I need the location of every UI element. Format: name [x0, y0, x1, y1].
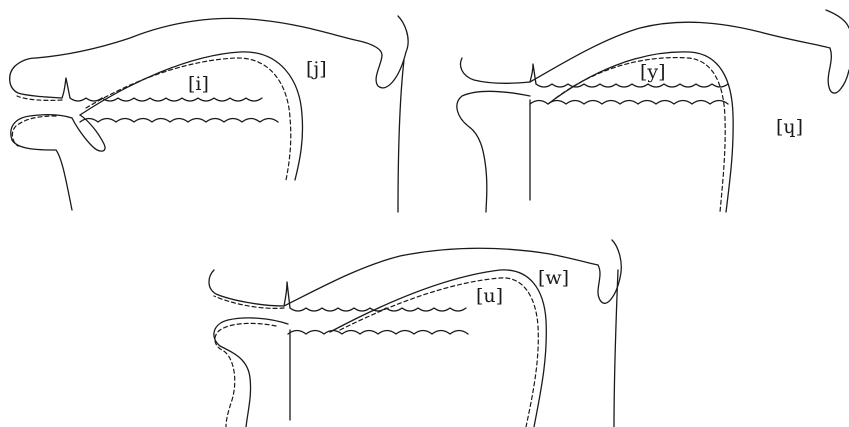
lower-lip [11, 115, 72, 210]
pharynx-hint [826, 10, 849, 28]
lower-dentition [80, 119, 278, 123]
lower-lip [457, 91, 530, 212]
lower-dentition [530, 101, 728, 105]
vowel-label-u: [u] [476, 285, 503, 307]
glide-label-h: [ɥ] [776, 116, 803, 138]
glide-label-w: [w] [538, 267, 569, 289]
tongue-vowel [340, 278, 538, 427]
panel-u-w: [u] [w] [209, 240, 621, 427]
vowel-label-i: [i] [188, 73, 209, 95]
upper-lip-outline [209, 270, 284, 306]
palate-roof [36, 18, 382, 58]
tongue-glide [330, 270, 546, 427]
lower-lip [214, 318, 288, 427]
upper-teeth [62, 78, 70, 98]
vowel-label-y: [y] [640, 61, 666, 83]
lower-dentition [288, 331, 468, 335]
upper-lip-outline [461, 58, 531, 83]
tongue-glide [80, 52, 303, 180]
velum [828, 48, 849, 93]
glide-label-j: [j] [306, 58, 327, 80]
upper-lip-outline [10, 58, 62, 98]
lower-lip-vowel [215, 323, 276, 427]
panel-y-h: [y] [ɥ] [457, 10, 849, 212]
pharynx-wall [398, 60, 404, 212]
lower-lip-vowel [12, 116, 56, 146]
panel-i-j: [i] [j] [10, 16, 408, 212]
upper-dentition [536, 84, 728, 87]
